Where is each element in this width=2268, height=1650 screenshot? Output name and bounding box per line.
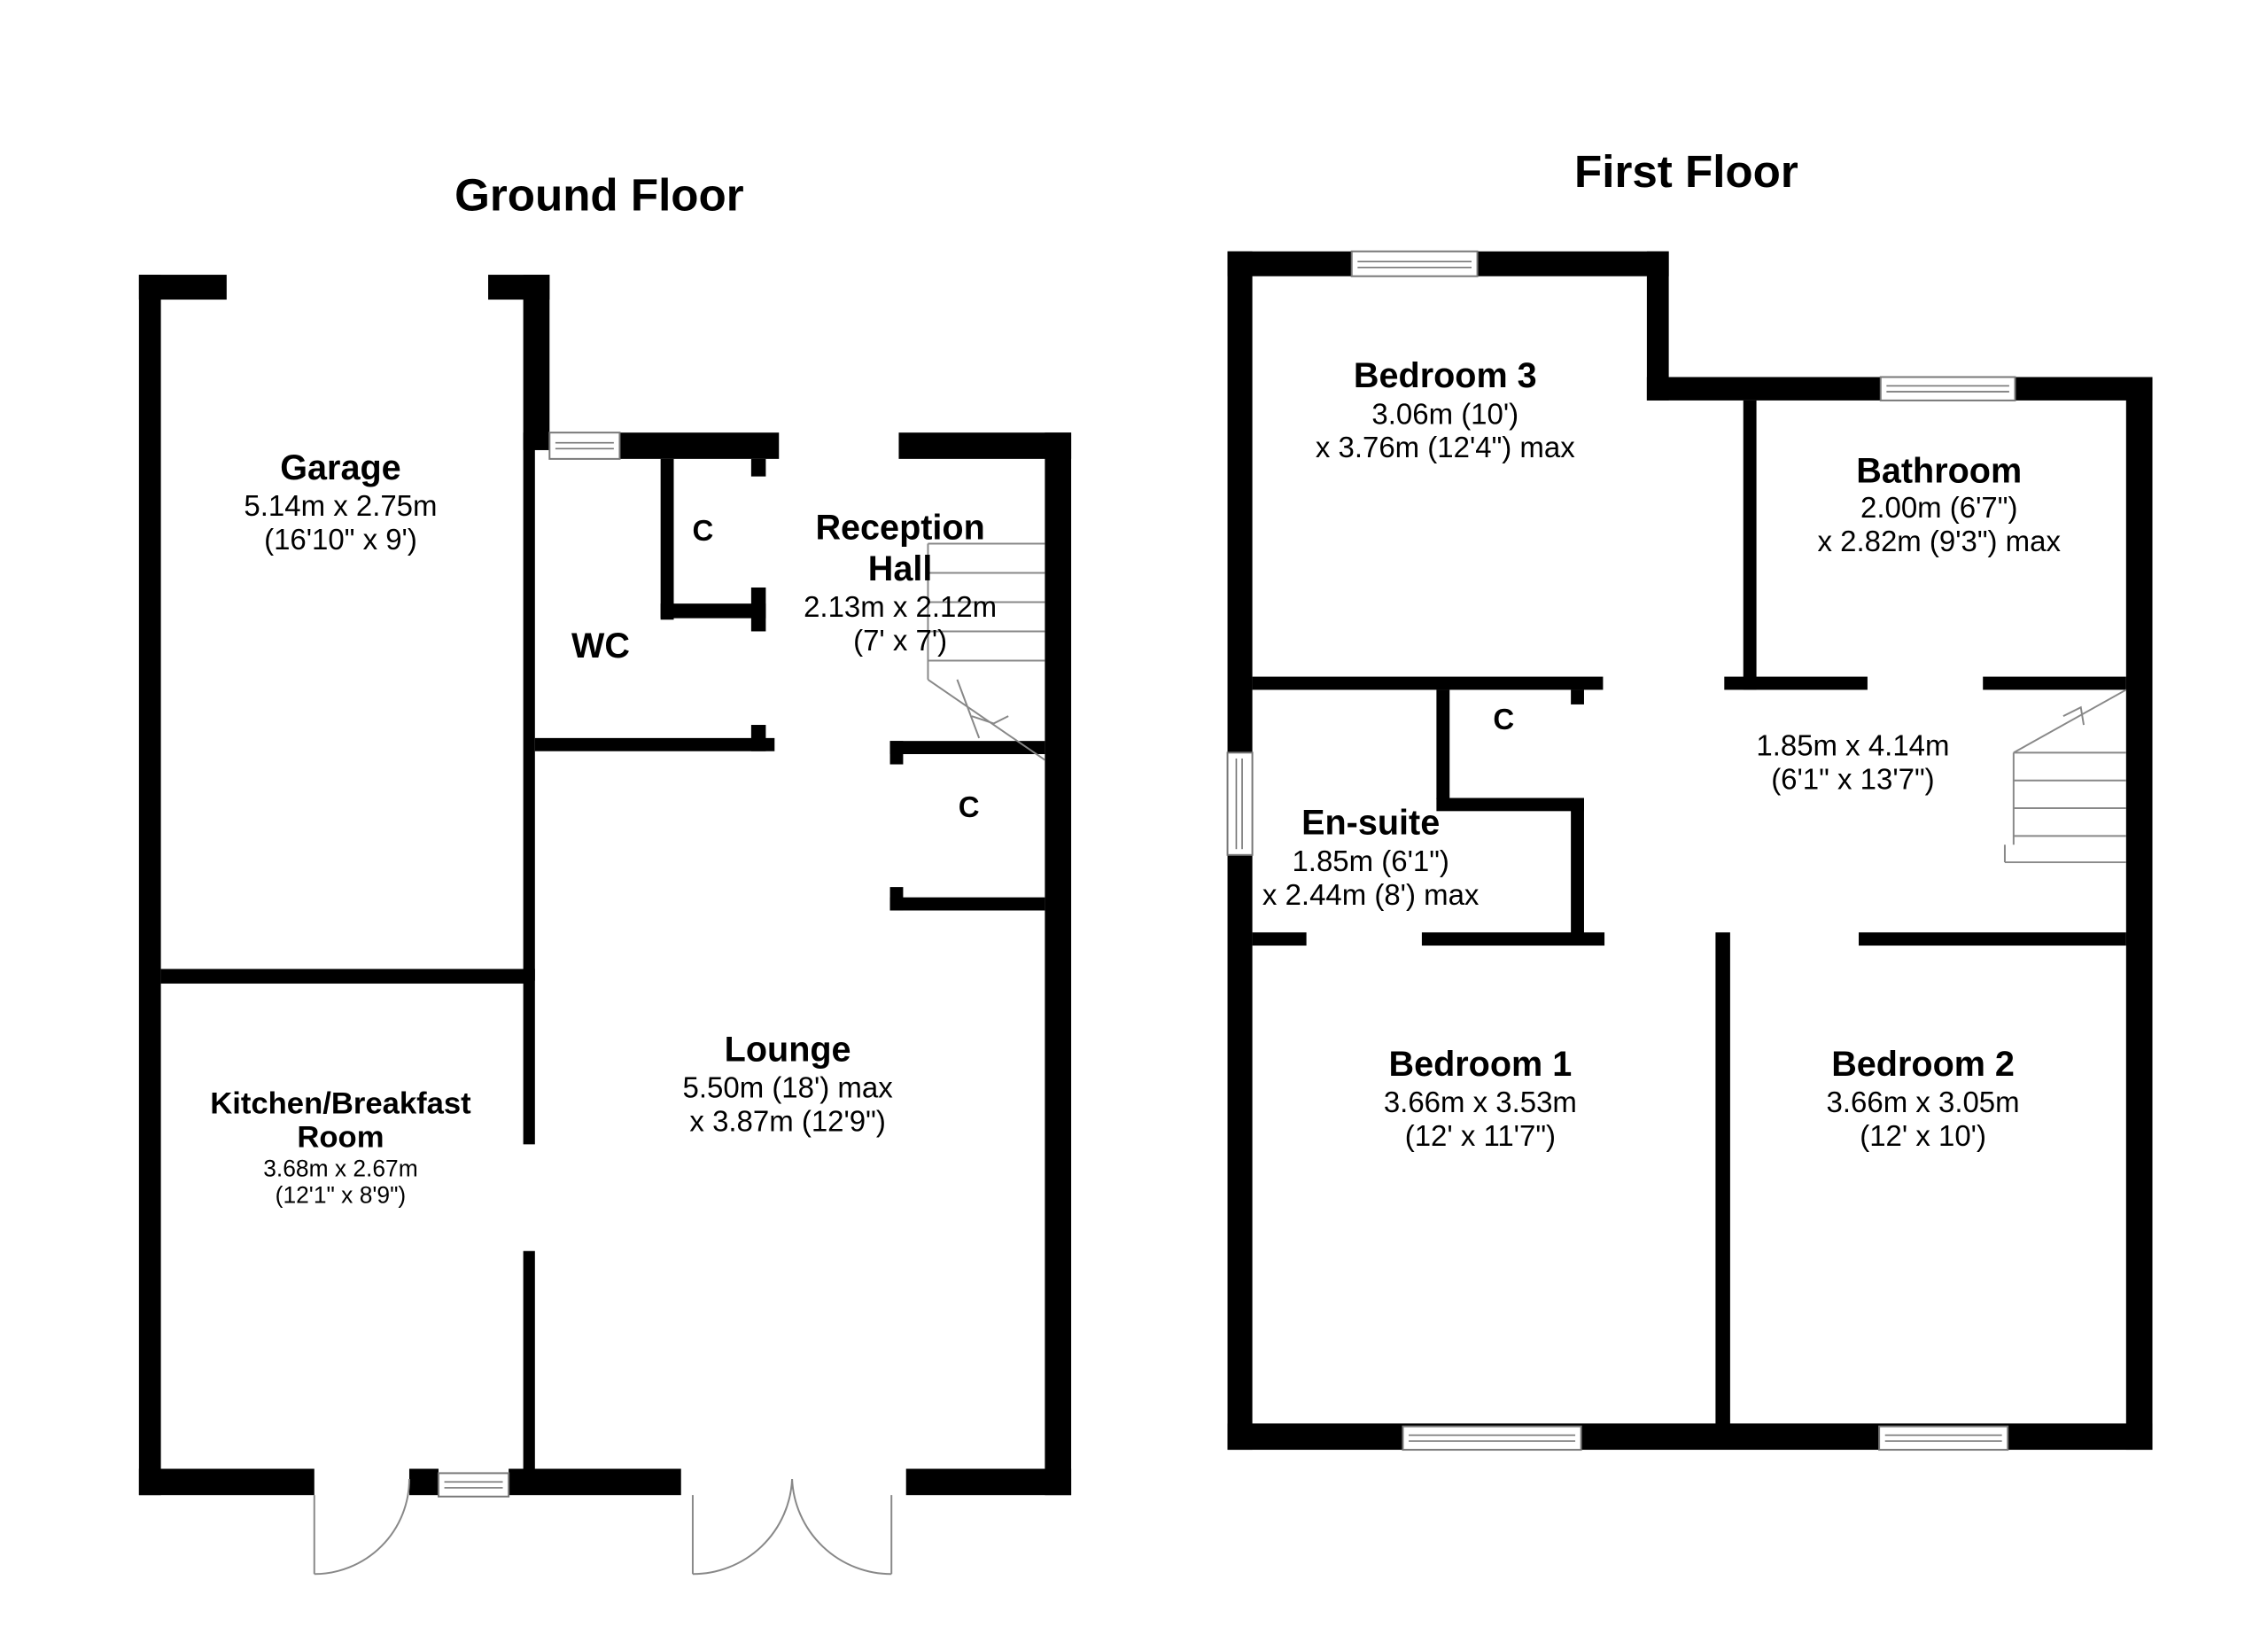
room-name-line-1: Reception [815,509,984,548]
room-garage: Garage 5.14m x 2.75m (16'10" x 9') [244,448,437,556]
room-dimensions: 3.66m x 3.53m [1384,1086,1577,1118]
room-kitchen-breakfast: Kitchen/Breakfast Room 3.68m x 2.67m (12… [210,1087,471,1209]
room-name: Bedroom 1 [1389,1045,1573,1084]
first-floor-stairs [2003,689,2127,864]
ground-floor: Ground Floor [138,169,1072,1576]
room-dimensions-imperial: (6'1" x 13'7") [1771,763,1934,796]
room-name: WC [571,627,630,665]
first-floor: First Floor [1226,146,2153,1452]
ground-floor-walls [138,275,1072,1496]
room-name: Lounge [725,1030,851,1069]
room-wc: WC [571,627,630,665]
room-dimensions-imperial: (12' x 10') [1860,1119,1986,1152]
room-name: Bathroom [1856,451,2022,490]
room-dimensions-imperial: x 2.82m (9'3") max [1817,525,2061,557]
cupboard-label: C [959,790,980,823]
room-dimensions-imperial: (7' x 7') [853,624,947,657]
room-name: En-suite [1301,804,1440,843]
bedroom-3-window [1350,250,1479,277]
room-reception-hall: Reception Hall 2.13m x 2.12m (7' x 7') [804,509,997,657]
cupboard-label: C [693,514,714,547]
room-en-suite: En-suite 1.85m (6'1") x 2.44m (8') max [1262,804,1480,911]
room-dimensions-imperial: x 3.87m (12'9") [689,1105,885,1138]
cupboard-label: C [1493,703,1514,735]
room-dimensions: 1.85m x 4.14m [1756,729,1949,762]
room-landing: 1.85m x 4.14m (6'1" x 13'7") [1756,729,1949,796]
room-name: Garage [280,448,400,487]
bathroom-window [1879,376,2016,401]
room-dimensions: 3.68m x 2.67m [263,1156,417,1182]
kitchen-window [437,1472,510,1498]
lounge-french-doors [691,1478,893,1576]
en-suite-window [1226,751,1254,856]
room-bathroom: Bathroom 2.00m (6'7") x 2.82m (9'3") max [1817,451,2061,557]
room-dimensions-imperial: x 2.44m (8') max [1262,878,1480,911]
room-dimensions-imperial: (16'10" x 9') [264,523,417,556]
room-dimensions: 2.00m (6'7") [1860,491,2017,524]
kitchen-door [313,1479,410,1576]
room-name-line-1: Kitchen/Breakfast [210,1087,471,1121]
ground-floor-stairs [927,542,1045,761]
room-name: Bedroom 2 [1831,1045,2015,1084]
bedroom-1-window [1402,1425,1582,1452]
room-dimensions-imperial: x 3.76m (12'4") max [1316,431,1575,463]
ground-floor-title: Ground Floor [454,169,744,220]
bedroom-2-window [1878,1425,2009,1452]
room-dimensions: 2.13m x 2.12m [804,590,997,623]
wc-window [548,432,621,460]
room-lounge: Lounge 5.50m (18') max x 3.87m (12'9") [683,1030,894,1137]
room-dimensions: 3.06m (10') [1371,397,1518,430]
room-name: Bedroom 3 [1354,356,1537,395]
room-dimensions-imperial: (12'1" x 8'9") [276,1181,407,1208]
first-floor-title: First Floor [1574,146,1798,197]
room-bedroom-3: Bedroom 3 3.06m (10') x 3.76m (12'4") ma… [1316,356,1575,463]
room-dimensions: 5.50m (18') max [683,1071,894,1104]
room-name-line-2: Room [297,1121,384,1155]
room-bedroom-1: Bedroom 1 3.66m x 3.53m (12' x 11'7") [1384,1045,1577,1152]
room-dimensions-imperial: (12' x 11'7") [1405,1119,1556,1152]
room-dimensions: 5.14m x 2.75m [244,489,437,522]
first-floor-walls [1227,251,2153,1451]
room-dimensions: 1.85m (6'1") [1292,844,1449,877]
room-dimensions: 3.66m x 3.05m [1827,1086,2020,1118]
room-bedroom-2: Bedroom 2 3.66m x 3.05m (12' x 10') [1827,1045,2020,1152]
room-name-line-2: Hall [868,549,933,588]
